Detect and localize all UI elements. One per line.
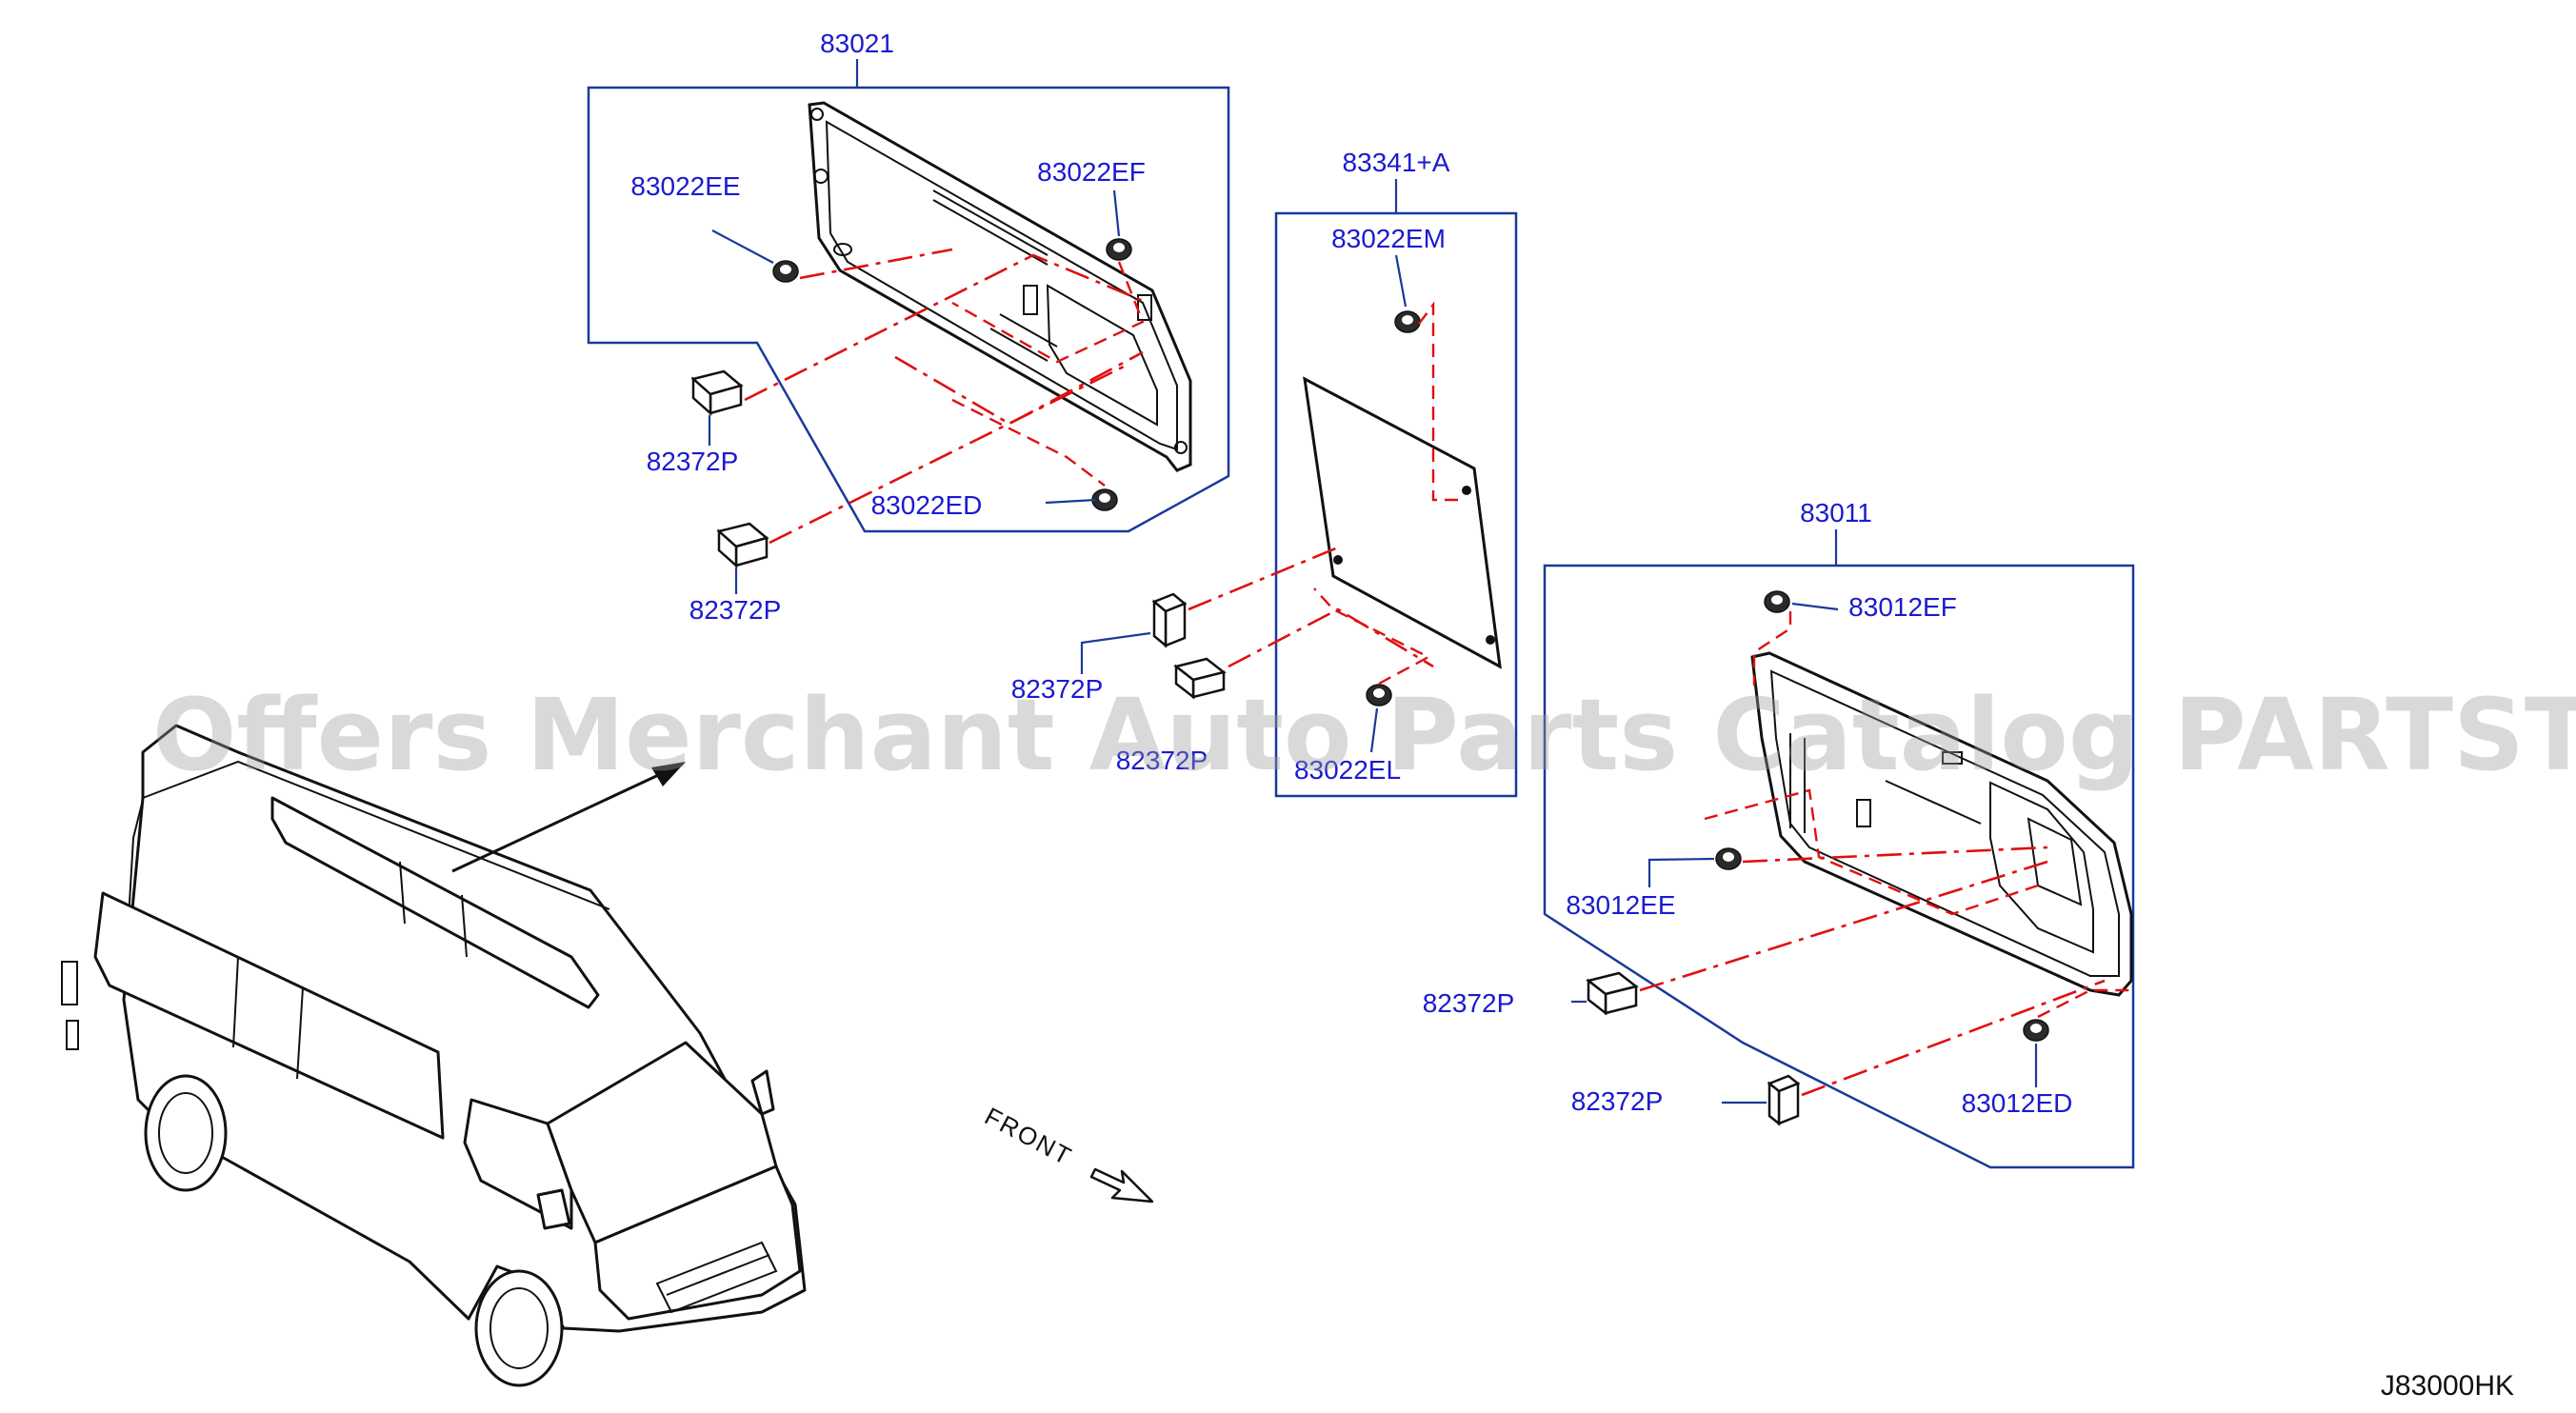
watermark: Offers Merchant Auto Parts Catalog PARTS… (152, 677, 2576, 793)
part-label[interactable]: 83022EL (1294, 755, 1401, 785)
clip-icon[interactable] (1394, 310, 1421, 333)
part-label[interactable]: 83012EF (1848, 592, 1957, 622)
assembly-number-83021[interactable]: 83021 (820, 29, 894, 58)
front-label: FRONT (980, 1102, 1077, 1171)
fastener-block-icon[interactable] (1767, 1074, 1801, 1126)
fastener-block-icon[interactable] (1173, 657, 1227, 700)
front-direction-indicator: FRONT (980, 1102, 1154, 1204)
part-label[interactable]: 83022EM (1331, 224, 1446, 253)
clip-icon[interactable] (2023, 1019, 2049, 1042)
part-label[interactable]: 82372P (1011, 674, 1104, 704)
part-label[interactable]: 82372P (647, 447, 739, 476)
assembly-frame-83341-a (1274, 211, 1518, 798)
part-label[interactable]: 83022EE (630, 171, 740, 201)
assembly-number-83341-a[interactable]: 83341+A (1343, 148, 1450, 177)
fastener-block-icon[interactable] (716, 522, 769, 568)
fastener-block-icon[interactable] (1151, 592, 1188, 648)
assembly-83021: 83021 (587, 29, 1230, 625)
assembly-83011: 83011 (1423, 498, 2135, 1169)
part-label[interactable]: 83022EF (1037, 157, 1146, 187)
insulator-sheet-83341[interactable] (1303, 376, 1502, 669)
assembly-frame-83021 (587, 86, 1230, 533)
clip-icon[interactable] (772, 260, 799, 283)
part-label[interactable]: 83022ED (871, 490, 983, 520)
fastener-block-icon[interactable] (1586, 971, 1639, 1016)
clip-icon[interactable] (1764, 590, 1790, 613)
part-label[interactable]: 82372P (689, 595, 782, 625)
clip-icon[interactable] (1091, 488, 1118, 511)
clip-icon[interactable] (1366, 684, 1392, 706)
part-label[interactable]: 82372P (1116, 746, 1208, 775)
assembly-83341-a: 83341+A (1011, 148, 1518, 798)
part-label[interactable]: 82372P (1423, 988, 1515, 1018)
clip-icon[interactable] (1106, 238, 1132, 261)
clip-icon[interactable] (1715, 847, 1742, 870)
part-label[interactable]: 83012EE (1566, 890, 1675, 920)
diagram-reference-code: J83000HK (2381, 1370, 2514, 1402)
fastener-block-icon[interactable] (690, 369, 744, 416)
rear-trim-panel-83011[interactable] (1750, 651, 2133, 997)
part-label[interactable]: 83012ED (1962, 1088, 2073, 1118)
front-arrow-icon (1089, 1167, 1154, 1204)
van-illustration (61, 724, 807, 1387)
part-label[interactable]: 82372P (1571, 1086, 1664, 1116)
assembly-frame-83011 (1543, 564, 2135, 1169)
assembly-number-83011[interactable]: 83011 (1800, 498, 1872, 527)
